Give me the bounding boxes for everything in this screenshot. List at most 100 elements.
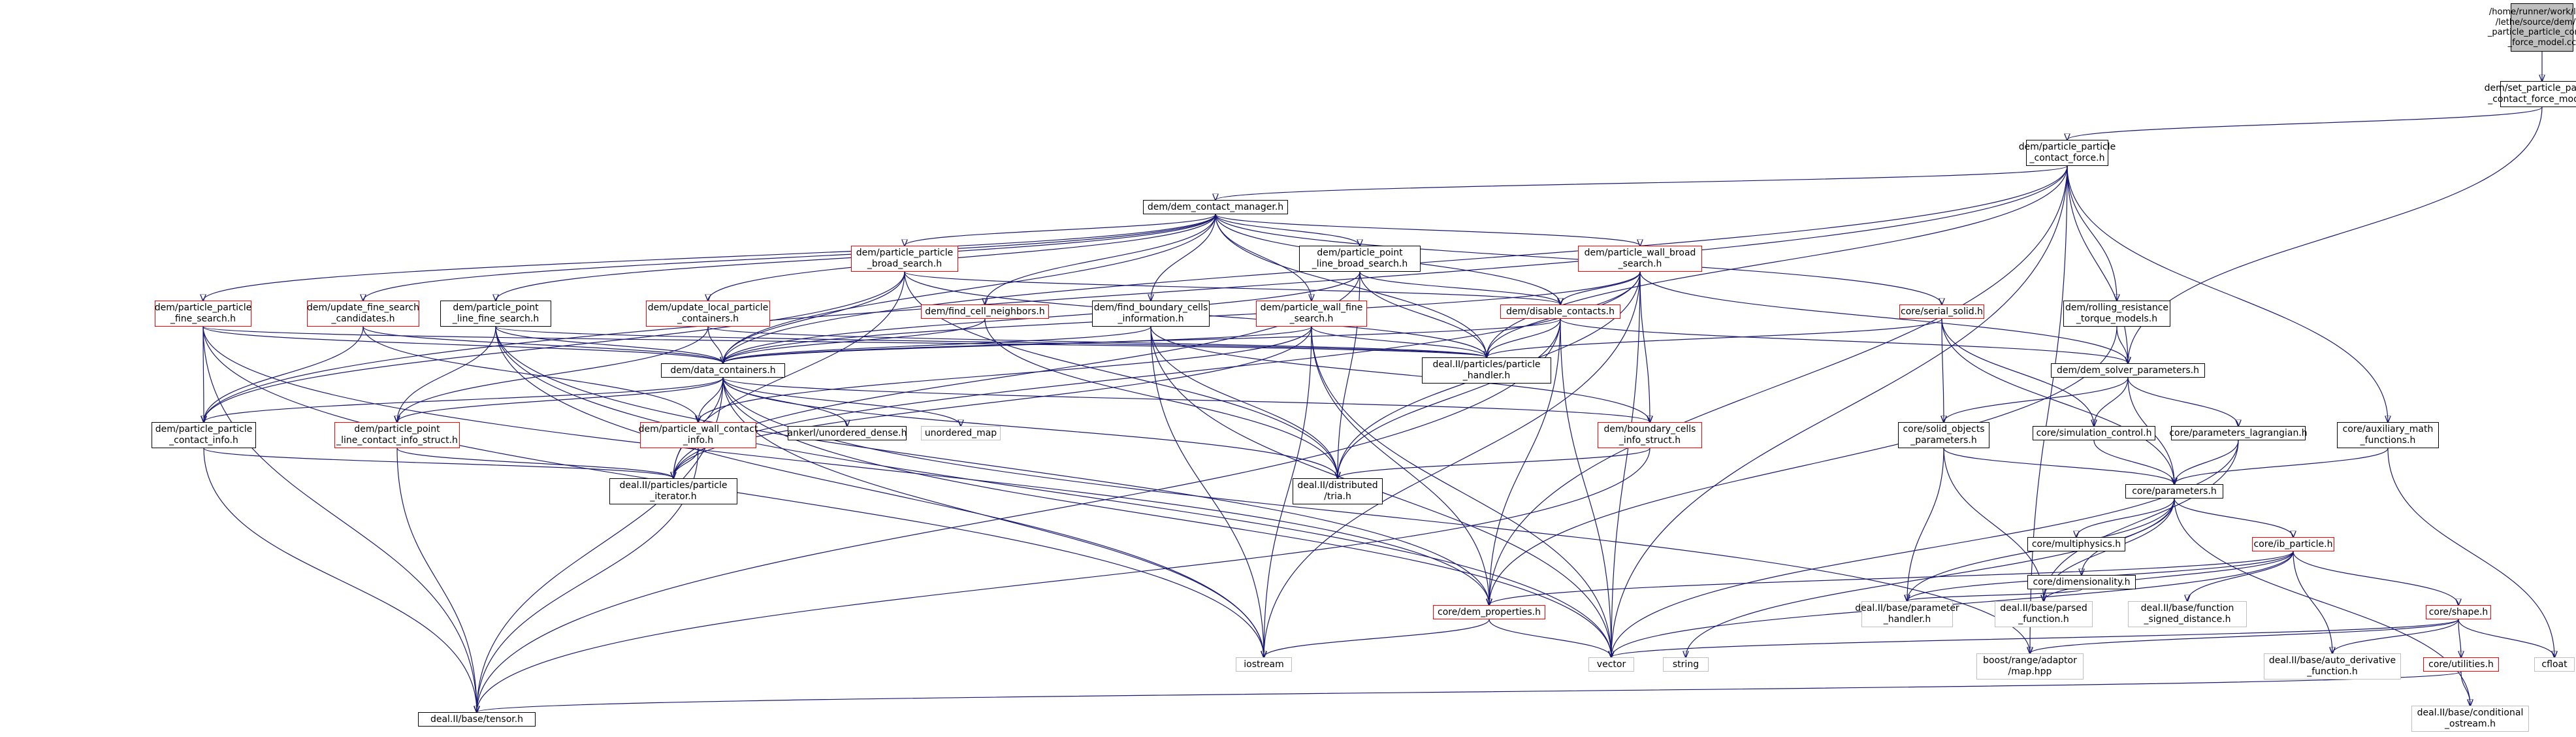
node-ib-particle[interactable]: core/ib_particle.h xyxy=(2252,537,2334,551)
edge-find_cell_neighbors-to-distributed_tria xyxy=(984,318,1338,478)
node-core-parameters[interactable]: core/parameters.h xyxy=(2125,484,2223,499)
edge-find_boundary_cells-to-boundary_cells_info xyxy=(1150,326,1650,422)
edge-set_pp_force_model-to-pp_contact_force xyxy=(2067,106,2543,140)
edge-parameters-to-ib_particle xyxy=(2174,498,2293,537)
edge-disable_contacts-to-data_containers xyxy=(723,318,1561,363)
node-particle-particle-contact-info[interactable]: dem/particle_particle _contact_info.h xyxy=(152,422,256,448)
edge-serial_solid-to-solid_objects_params xyxy=(1942,318,1944,422)
node-update-fine-search-candidates[interactable]: dem/update_fine_search _candidates.h xyxy=(307,301,419,327)
edge-serial_solid-to-simulation_control xyxy=(1941,318,2094,426)
node-update-local-particle-containers[interactable]: dem/update_local_particle _containers.h xyxy=(646,301,770,327)
node-set-particle-particle-contact-force-model[interactable]: dem/set_particle_particle _contact_force… xyxy=(2485,81,2576,107)
edge-pw_contact_info-to-particle_iterator xyxy=(673,448,699,478)
node-dem-properties[interactable]: core/dem_properties.h xyxy=(1433,605,1545,619)
node-disable-contacts[interactable]: dem/disable_contacts.h xyxy=(1500,304,1620,319)
edge-parameters-to-string xyxy=(1686,498,2175,657)
edge-pp_fine_search-to-data_containers xyxy=(202,326,723,363)
edge-pp_contact_force-to-aux_math xyxy=(2067,165,2388,422)
node-find-boundary-cells-information[interactable]: dem/find_boundary_cells _information.h xyxy=(1092,301,1210,327)
node-unordered-map: unordered_map xyxy=(921,426,1001,440)
edge-pp_contact_info-to-tensor xyxy=(203,448,477,712)
edge-shape-to-auto_derivative xyxy=(2332,619,2459,653)
edge-pw_broad_search-to-boundary_cells_info xyxy=(1639,271,1650,422)
node-string: string xyxy=(1663,657,1709,672)
edge-pp_broad_search-to-pp_contact_info xyxy=(204,271,905,422)
edge-pw_broad_search-to-dem_solver_parameters xyxy=(1639,271,2128,363)
node-particle-handler[interactable]: deal.II/particles/particle _handler.h xyxy=(1422,357,1551,384)
edge-rolling_resistance-to-dem_solver_parameters xyxy=(2116,326,2128,363)
node-solid-objects-parameters[interactable]: core/solid_objects _parameters.h xyxy=(1898,422,1989,448)
edge-pp_contact_force-to-boost_adaptor xyxy=(2030,165,2068,653)
edge-aux_math-to-parameters xyxy=(2174,448,2389,484)
edge-ib_particle-to-parsed_function xyxy=(2044,551,2294,601)
edge-pp_contact_force-to-vector xyxy=(1611,165,2068,657)
edge-data_containers-to-ppl_contact_info_struct xyxy=(397,377,724,422)
node-rolling-resistance-torque-models[interactable]: dem/rolling_resistance _torque_models.h xyxy=(2063,301,2170,327)
edge-update_local-to-ppl_contact_info_struct xyxy=(397,326,709,422)
edge-pw_broad_search-to-iostream xyxy=(1264,271,1641,657)
node-dimensionality[interactable]: core/dimensionality.h xyxy=(2027,575,2136,589)
edge-dem_contact_manager-to-pw_broad_search xyxy=(1215,214,1640,246)
edge-ib_particle-to-shape xyxy=(2293,551,2458,605)
edge-pp_contact_force-to-rolling_resistance xyxy=(2067,165,2117,301)
edge-dem_contact_manager-to-update_local xyxy=(708,214,1216,301)
node-root-source-file: /home/runner/work/lethe /lethe/source/de… xyxy=(2488,3,2576,52)
node-particle-particle-broad-search[interactable]: dem/particle_particle _broad_search.h xyxy=(851,246,958,272)
node-dem-solver-parameters[interactable]: dem/dem_solver_parameters.h xyxy=(2051,363,2205,378)
node-simulation-control[interactable]: core/simulation_control.h xyxy=(2033,426,2155,440)
node-particle-point-line-fine-search[interactable]: dem/particle_point _line_fine_search.h xyxy=(440,301,551,327)
node-serial-solid[interactable]: core/serial_solid.h xyxy=(1899,304,1984,319)
node-particle-iterator[interactable]: deal.II/particles/particle _iterator.h xyxy=(609,478,737,504)
edge-dem_solver_parameters-to-solid_objects_params xyxy=(1944,377,2129,422)
node-particle-particle-contact-force[interactable]: dem/particle_particle _contact_force.h xyxy=(2019,140,2116,166)
edge-data_containers-to-vector xyxy=(722,377,1611,657)
edge-find_boundary_cells-to-data_containers xyxy=(723,326,1151,363)
edge-dem_contact_manager-to-pp_fine_search xyxy=(203,214,1216,301)
node-vector: vector xyxy=(1588,657,1634,672)
edge-set_pp_force_model-to-dem_solver_parameters xyxy=(2128,106,2543,363)
edge-pw_broad_search-to-vector xyxy=(1611,271,1641,657)
node-particle-wall-broad-search[interactable]: dem/particle_wall_broad _search.h xyxy=(1578,246,1702,272)
node-particle-point-line-broad-search[interactable]: dem/particle_point _line_broad_search.h xyxy=(1299,246,1421,272)
node-iostream: iostream xyxy=(1236,657,1292,672)
node-distributed-tria[interactable]: deal.II/distributed /tria.h xyxy=(1293,478,1383,504)
edge-dem_contact_manager-to-particle_handler xyxy=(1215,214,1487,357)
node-auxiliary-math-functions[interactable]: core/auxiliary_math _functions.h xyxy=(2337,422,2439,448)
node-auto-derivative-function: deal.II/base/auto_derivative _function.h xyxy=(2264,653,2401,680)
edge-ib_particle-to-auto_derivative xyxy=(2293,551,2332,653)
edge-pp_fine_search-to-tensor xyxy=(202,326,477,712)
edge-pp_broad_search-to-disable_contacts xyxy=(904,271,1560,304)
node-multiphysics[interactable]: core/multiphysics.h xyxy=(2027,537,2125,551)
edge-disable_contacts-to-particle_handler xyxy=(1487,318,1561,357)
node-particle-particle-fine-search[interactable]: dem/particle_particle _fine_search.h xyxy=(155,301,251,327)
edge-pp_broad_search-to-data_containers xyxy=(723,271,905,363)
edge-shape-to-boost_adaptor xyxy=(2030,619,2459,653)
node-particle-wall-contact-info[interactable]: dem/particle_wall_contact _info.h xyxy=(639,422,758,448)
node-data-containers[interactable]: dem/data_containers.h xyxy=(661,363,785,378)
node-parameters-lagrangian[interactable]: core/parameters_lagrangian.h xyxy=(2169,426,2308,440)
edge-dem_contact_manager-to-data_containers xyxy=(723,214,1216,363)
node-shape[interactable]: core/shape.h xyxy=(2426,605,2491,619)
edge-update_fine_search-to-data_containers xyxy=(362,326,723,363)
edge-dem_properties-to-iostream xyxy=(1264,619,1490,657)
node-boundary-cells-info-struct[interactable]: dem/boundary_cells _info_struct.h xyxy=(1598,422,1702,448)
edge-simulation_control-to-parameters xyxy=(2093,440,2174,484)
node-find-cell-neighbors[interactable]: dem/find_cell_neighbors.h xyxy=(921,304,1049,319)
edge-data_containers-to-boost_adaptor xyxy=(722,377,2030,653)
edge-rolling_resistance-to-dem_properties xyxy=(1489,326,2117,605)
node-function-signed-distance: deal.II/base/function _signed_distance.h xyxy=(2128,601,2247,627)
node-core-utilities[interactable]: core/utilities.h xyxy=(2423,657,2499,672)
node-dem-contact-manager[interactable]: dem/dem_contact_manager.h xyxy=(1143,200,1288,214)
node-ankerl-unordered-dense[interactable]: ankerl/unordered_dense.h xyxy=(788,426,907,440)
edge-solid_objects_params-to-parameters xyxy=(1943,448,2174,484)
edge-ppl_fine_search-to-particle_handler xyxy=(495,326,1487,357)
node-particle-wall-fine-search[interactable]: dem/particle_wall_fine _search.h xyxy=(1256,301,1367,327)
node-deal-ii-tensor[interactable]: deal.II/base/tensor.h xyxy=(418,712,536,727)
edge-ppl_contact_info_struct-to-particle_iterator xyxy=(396,448,673,478)
edge-pw_broad_search-to-disable_contacts xyxy=(1560,271,1641,304)
node-particle-point-line-contact-info-struct[interactable]: dem/particle_point _line_contact_info_st… xyxy=(334,422,460,448)
edge-pp_contact_force-to-pp_contact_info xyxy=(204,165,2068,422)
edge-pp_contact_info-to-particle_iterator xyxy=(203,448,673,478)
edge-disable_contacts-to-tensor xyxy=(477,318,1561,712)
edge-parameters-to-multiphysics xyxy=(2076,498,2175,537)
